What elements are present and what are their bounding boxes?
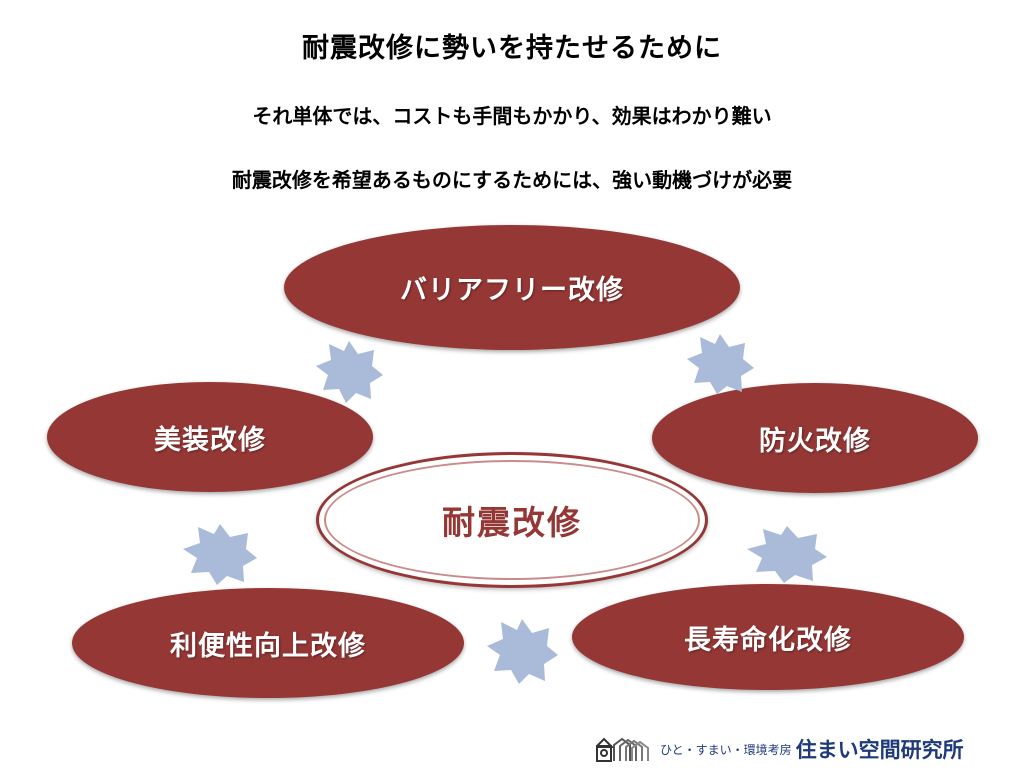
node-barrier-free-label: バリアフリー改修 bbox=[400, 275, 624, 306]
node-fireproof-label: 防火改修 bbox=[759, 425, 871, 457]
star-connector-bottom bbox=[487, 619, 558, 684]
node-cosmetic: 美装改修 bbox=[47, 382, 373, 492]
node-barrier-free: バリアフリー改修 bbox=[284, 225, 740, 350]
node-convenience: 利便性向上改修 bbox=[72, 588, 464, 698]
star-connector-top-right bbox=[687, 334, 754, 394]
subtitle-line-1: それ単体では、コストも手間もかかり、効果はわかり難い bbox=[252, 104, 772, 128]
footer-tagline: ひと・すまい・環境考房 bbox=[660, 742, 792, 757]
node-longevity: 長寿命化改修 bbox=[572, 584, 964, 690]
node-convenience-label: 利便性向上改修 bbox=[170, 630, 366, 662]
node-fireproof: 防火改修 bbox=[652, 383, 978, 493]
slide-title: 耐震改修に勢いを持たせるために bbox=[302, 33, 722, 64]
center-node-label: 耐震改修 bbox=[442, 503, 582, 542]
subtitle-line-2: 耐震改修を希望あるものにするためには、強い動機づけが必要 bbox=[231, 168, 793, 192]
node-cosmetic-label: 美装改修 bbox=[154, 424, 266, 456]
star-connector-right bbox=[747, 526, 827, 583]
star-connector-top-left bbox=[316, 341, 383, 403]
footer: ひと・すまい・環境考房 住まい空間研究所 bbox=[596, 734, 964, 764]
star-connector-left bbox=[183, 524, 257, 585]
footer-brand: 住まい空間研究所 bbox=[795, 738, 964, 762]
center-node-seismic: 耐震改修 bbox=[316, 452, 708, 588]
house-logo-icon bbox=[596, 737, 649, 762]
node-longevity-label: 長寿命化改修 bbox=[684, 624, 852, 656]
